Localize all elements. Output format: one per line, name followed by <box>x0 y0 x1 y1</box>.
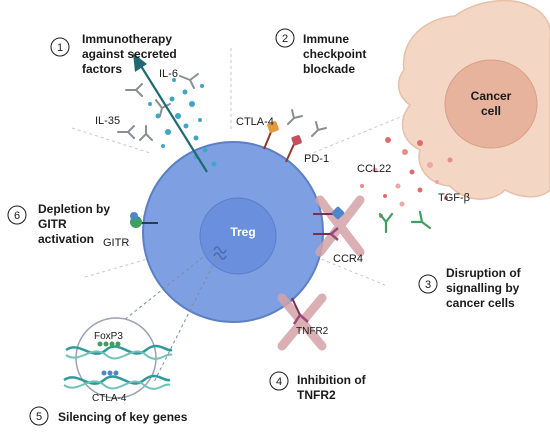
mechanism-5-number: 5 <box>36 411 42 423</box>
cancer-nucleus <box>444 59 538 149</box>
treg-label: Treg <box>230 225 255 239</box>
ccr4-receptors <box>313 206 345 241</box>
pd1-label: PD-1 <box>304 153 329 165</box>
ccl22-label: CCL22 <box>357 163 391 175</box>
cancer-secreted-particles <box>360 137 453 218</box>
cancer-cell: Cancer cell <box>397 0 550 200</box>
cancer-cell-label-line2: cell <box>481 104 501 118</box>
mechanism-5: 5 Silencing of key genes <box>29 406 188 426</box>
il6-label: IL-6 <box>159 68 178 80</box>
ctla4-label: CTLA-4 <box>236 116 274 128</box>
mechanism-4-title-line1: Inhibition of <box>297 373 367 387</box>
mechanism-6-title-line3: activation <box>38 232 94 246</box>
mechanism-1-title-line1: Immunotherapy <box>82 32 172 46</box>
tnfr2-receptor <box>291 297 309 325</box>
mechanism-3: 3 Disruption of signalling by cancer cel… <box>418 266 522 310</box>
mechanism-4: 4 Inhibition of TNFR2 <box>269 371 367 402</box>
sector-dividers <box>71 48 411 286</box>
mechanism-5-title-line1: Silencing of key genes <box>58 410 188 424</box>
mechanism-6: 6 Depletion by GITR activation <box>7 202 110 246</box>
ctla4-antibody <box>287 109 303 125</box>
treg-cell: Treg <box>142 141 324 323</box>
ctla4-receptor <box>263 121 279 150</box>
mechanism-2: 2 Immune checkpoint blockade <box>275 28 366 76</box>
tgf-beta-label: TGF-β <box>438 192 470 204</box>
mechanism-6-number: 6 <box>14 210 20 222</box>
cytokine-antibodies <box>117 73 199 141</box>
ccr4-inhibition-cross <box>315 195 365 257</box>
pd1-antibody <box>311 121 327 137</box>
gene-silencing-inset: FoxP3 CTLA-4 <box>63 249 219 404</box>
mechanism-1-title-line2: against secreted <box>82 47 177 61</box>
ccr4-label: CCR4 <box>333 253 363 265</box>
mechanism-1-title-line3: factors <box>82 62 122 76</box>
dna-strand-icon <box>213 246 227 260</box>
mechanism-1-number: 1 <box>57 42 63 54</box>
mechanism-3-title-line1: Disruption of <box>446 266 522 280</box>
gitr-receptor <box>130 212 158 228</box>
mechanism-1: 1 Immunotherapy against secreted factors <box>50 32 177 76</box>
tgf-beta-antibodies <box>378 210 432 234</box>
mechanism-6-title-line1: Depletion by <box>38 202 110 216</box>
secreted-factors-arrow <box>133 53 208 173</box>
mechanism-2-title-line3: blockade <box>303 62 355 76</box>
mechanism-3-title-line3: cancer cells <box>446 296 515 310</box>
mechanism-2-number: 2 <box>282 33 288 45</box>
cancer-cell-label-line1: Cancer <box>471 89 512 103</box>
mechanism-3-title-line2: signalling by <box>446 281 520 295</box>
ctla4-gene-label: CTLA-4 <box>92 393 127 404</box>
tnfr2-label: TNFR2 <box>296 326 329 337</box>
mechanism-3-number: 3 <box>425 279 431 291</box>
gitr-label: GITR <box>103 237 129 249</box>
foxp3-gene-label: FoxP3 <box>94 331 123 342</box>
mechanism-4-number: 4 <box>276 376 282 388</box>
tnfr2-inhibition-cross <box>277 293 327 351</box>
mechanism-2-title-line2: checkpoint <box>303 47 366 61</box>
pd1-receptor <box>285 135 302 163</box>
mechanism-4-title-line2: TNFR2 <box>297 388 336 402</box>
il35-label: IL-35 <box>95 115 120 127</box>
mechanism-2-title-line1: Immune <box>303 32 349 46</box>
mechanism-6-title-line2: GITR <box>38 217 67 231</box>
